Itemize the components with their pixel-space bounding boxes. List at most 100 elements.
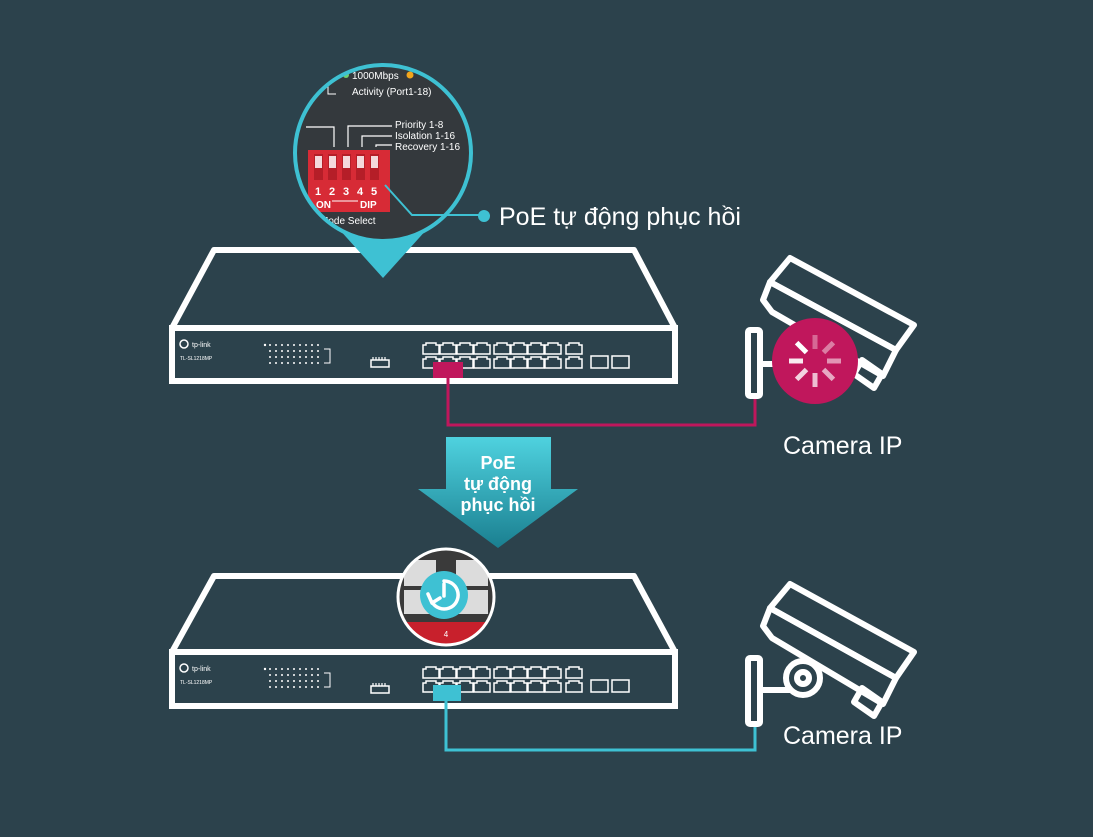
sfp-slot [611,355,630,369]
led-dot [275,680,277,682]
led-dot [269,344,271,346]
ethernet-port [493,342,511,355]
led-dot [317,344,319,346]
dip-lever [371,156,378,168]
dip-switch-number: 2 [329,186,335,198]
active-port-highlight [433,685,461,701]
ethernet-port [510,356,528,369]
dip-switch-number: 3 [343,186,349,198]
led-dot [293,350,295,352]
console-port-icon [370,683,390,694]
led-dot [287,350,289,352]
dip-switch-number: 4 [357,186,364,198]
led-dot [311,686,313,688]
led-dot [281,344,283,346]
ethernet-port-grid [422,342,630,369]
arrow-label-line2: tự động [464,474,532,494]
led-dot [293,356,295,358]
led-dot [275,362,277,364]
led-panel [263,667,331,688]
ethernet-port [493,680,511,693]
led-bracket [324,672,331,688]
dip-priority-label: Priority 1-8 [395,120,444,131]
led-dot [281,686,283,688]
led-dot [287,674,289,676]
top-switch: tp-link TL-SL1218MP [169,247,678,384]
sfp-slot [611,679,630,693]
ethernet-port [456,666,474,679]
led-dot [269,668,271,670]
led-dot [275,344,277,346]
active-port-highlight [433,362,463,378]
ethernet-port-grid [422,666,630,693]
dip-mode-select-label: Mode Select [320,216,376,227]
led-dot [263,667,267,671]
ethernet-port [456,342,474,355]
camera-top: Camera IP [745,255,917,460]
ethernet-port [544,680,562,693]
ethernet-port [473,666,491,679]
sfp-slot [590,679,609,693]
cable-cyan [444,700,757,752]
dip-lever [315,156,322,168]
ethernet-port [527,356,545,369]
led-dot [275,686,277,688]
led-dot [317,686,319,688]
ethernet-port [510,666,528,679]
cable-magenta [446,378,757,427]
ethernet-port [439,342,457,355]
camera-top-label: Camera IP [783,432,902,460]
power-recovery-icon [420,571,468,619]
camera-error-badge [772,318,858,404]
led-dot [269,686,271,688]
ethernet-port [456,356,474,369]
ethernet-port [510,680,528,693]
led-dot [281,350,283,352]
led-dot [275,350,277,352]
ethernet-port [527,666,545,679]
ethernet-port [439,666,457,679]
ethernet-port [422,342,440,355]
dip-levers [314,154,379,180]
led-dot [275,668,277,670]
led-dot [305,344,307,346]
led-dot [299,668,301,670]
dip-isolation-label: Isolation 1-16 [395,131,455,142]
ethernet-port [473,680,491,693]
led-dot [263,343,267,347]
spinner-spoke [794,340,809,355]
tp-link-logo: tp-link [179,339,211,349]
ethernet-port [493,356,511,369]
led-dot [317,674,319,676]
ethernet-port [422,666,440,679]
arrow-label-line3: phục hồi [461,495,536,515]
led-dot [287,686,289,688]
led-dot [317,362,319,364]
led-dot [317,356,319,358]
camera-icon [745,581,917,727]
led-dot [317,668,319,670]
led-dot [311,668,313,670]
callout-leader-line [384,184,483,216]
led-dot [269,674,271,676]
camera-bottom: Camera IP [745,581,917,750]
led-dot [293,674,295,676]
bottom-switch: tp-link TL-SL1218MP [169,573,678,709]
led-dot [305,680,307,682]
led-dot [293,680,295,682]
dip-lever [357,156,364,168]
sfp-slot [590,355,609,369]
led-dot [311,362,313,364]
dip-switch-number: 1 [315,186,321,198]
led-dot [311,680,313,682]
led-dot [293,344,295,346]
ethernet-port [510,342,528,355]
led-dot [305,350,307,352]
dip-dip-label: DIP [360,200,377,211]
ethernet-port [544,666,562,679]
dip-lever [343,156,350,168]
dip-switch-number: 5 [371,186,377,198]
led-dot [293,362,295,364]
led-dot [299,674,301,676]
ethernet-port [565,356,583,369]
